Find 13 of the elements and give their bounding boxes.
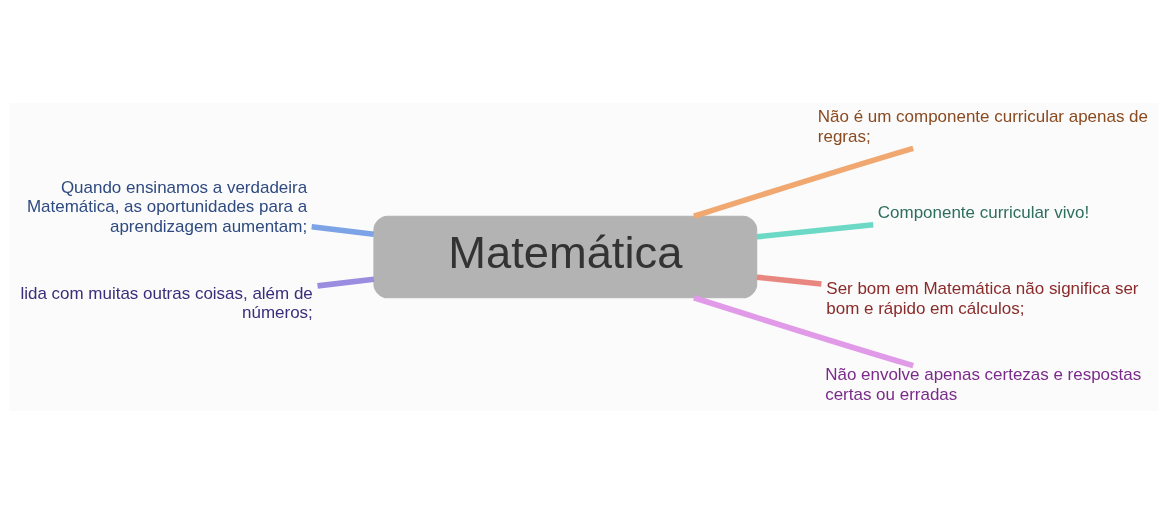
node-text: Ser bom em Matemática não significa ser bom e rápido em cálculos; bbox=[826, 278, 1139, 318]
node-text: Não envolve apenas certezas e respostas certas ou erradas bbox=[825, 364, 1142, 404]
node-text: lida com muitas outras coisas, além de números; bbox=[20, 283, 313, 322]
connector bbox=[311, 223, 375, 237]
node-text: Quando ensinamos a verdadeira Matemática, as oportunidades para a aprendizagem aumentam; bbox=[26, 177, 308, 236]
node-text: Componente curricular vivo! bbox=[877, 202, 1090, 222]
node-box: Matemática bbox=[373, 215, 758, 298]
connector bbox=[756, 221, 874, 240]
connector bbox=[756, 273, 822, 287]
connector bbox=[317, 275, 375, 289]
connector bbox=[693, 294, 914, 368]
node-text: Não é um componente curricular apenas de regras; bbox=[817, 106, 1148, 145]
connector bbox=[693, 145, 914, 219]
